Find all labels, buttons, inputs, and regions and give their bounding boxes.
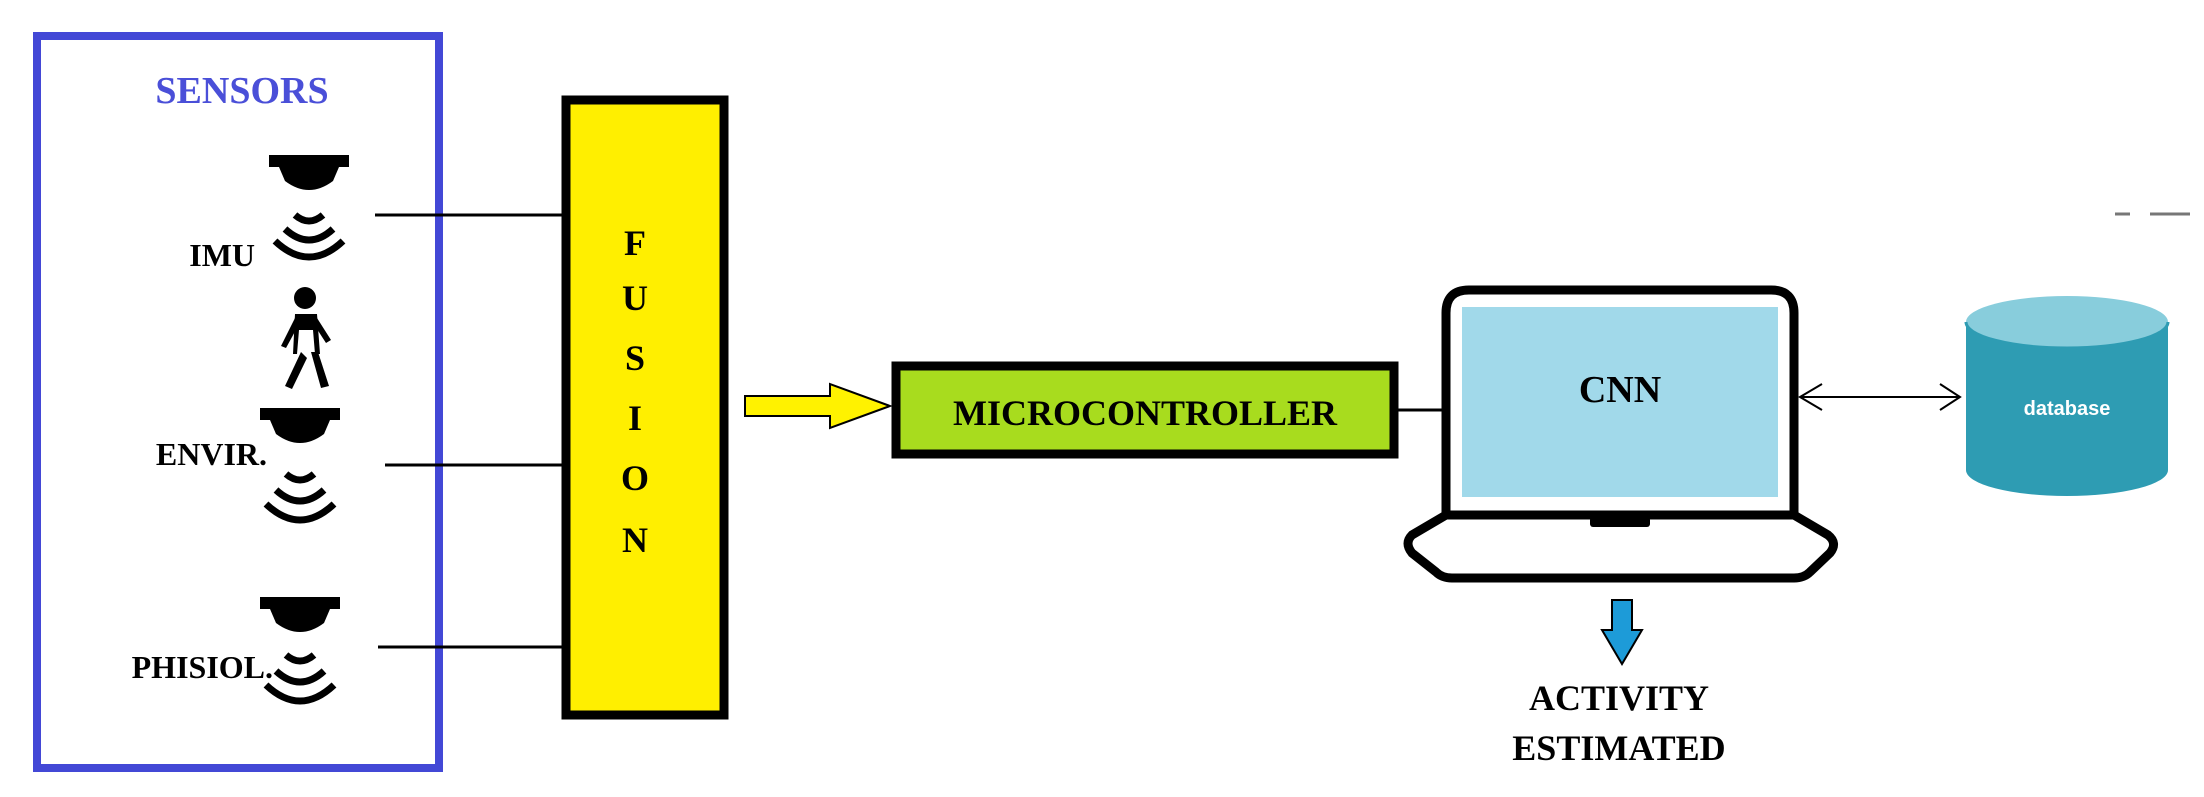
arrow-fusion-microcontroller	[744, 382, 893, 430]
sensor-label-envir: ENVIR.	[156, 436, 267, 472]
fusion-block	[561, 95, 729, 720]
fusion-letter: O	[621, 458, 649, 498]
sensors-title: SENSORS	[155, 70, 328, 112]
fusion-letters: F U S I O N	[621, 223, 649, 560]
output-label-line2: ESTIMATED	[1512, 728, 1725, 768]
microcontroller-label: MICROCONTROLLER	[953, 393, 1338, 433]
microcontroller-block	[891, 361, 1399, 459]
laptop-icon	[1403, 285, 1838, 583]
fusion-letter: S	[625, 338, 645, 378]
sensor-label-imu: IMU	[189, 237, 255, 273]
database-label: database	[2024, 398, 2111, 420]
fusion-letter: I	[628, 398, 642, 438]
fusion-letter: N	[622, 520, 648, 560]
arrow-laptop-output	[1600, 599, 1644, 666]
person-walking-icon	[281, 287, 331, 389]
sensor-icon-imu	[269, 155, 349, 261]
laptop-screen	[1462, 307, 1778, 497]
output-label-line1: ACTIVITY	[1529, 678, 1709, 718]
sensor-icon-envir	[260, 408, 340, 524]
sensor-icon-phisiol	[260, 597, 340, 705]
sensors-frame	[33, 32, 443, 772]
sensor-label-phisiol: PHISIOL.	[132, 649, 273, 685]
arrowhead-right	[1939, 383, 1962, 411]
laptop-screen-label: CNN	[1579, 369, 1661, 411]
arrowhead-left	[1798, 383, 1823, 411]
database-icon	[1964, 296, 2170, 496]
fusion-letter: F	[624, 223, 646, 263]
trackpad	[1590, 517, 1650, 527]
fusion-letter: U	[622, 278, 648, 318]
